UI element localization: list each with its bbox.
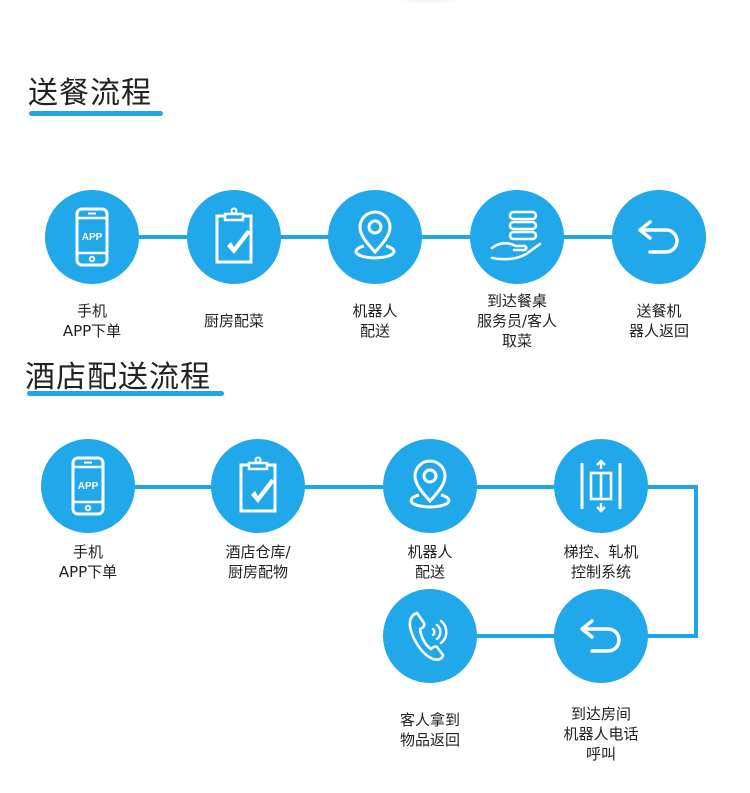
section1-step-5: [612, 190, 706, 284]
section1-step-3-label: 机器人配送: [352, 302, 398, 340]
section2-step-5-label: 到达房间机器人电话呼叫: [563, 705, 639, 763]
return-arrow-icon: [638, 220, 679, 254]
section2-step-6: [383, 589, 477, 683]
section2-step-3: [383, 439, 477, 533]
section1-step-4-label: 到达餐桌服务员/客人取菜: [476, 292, 558, 350]
section1-step-2: [187, 190, 281, 284]
phone-app-icon: APP: [71, 456, 105, 516]
elevator-icon: [580, 459, 622, 513]
app-text: APP: [78, 481, 99, 492]
section2-step-2: [211, 439, 305, 533]
section1-step-1: APP: [45, 190, 139, 284]
section1-title-underline: [29, 111, 163, 116]
section2-step-6-label: 客人拿到物品返回: [399, 711, 460, 749]
phone-call-icon: [408, 611, 448, 661]
section1-title: 送餐流程: [28, 76, 152, 111]
section2-step-5: [554, 589, 648, 683]
location-pin-icon: [354, 210, 396, 260]
section2-step-3-label: 机器人配送: [407, 543, 453, 581]
section1-step-3: [328, 190, 422, 284]
section2-connector-right: [694, 485, 698, 638]
section1-step-5-label: 送餐机器人返回: [628, 302, 689, 340]
section2-step-4: [554, 439, 648, 533]
section1-step-4: [470, 190, 564, 284]
app-text: APP: [82, 232, 103, 243]
section2-title-underline: [27, 391, 224, 396]
section2-step-2-label: 酒店仓库/厨房配物: [225, 543, 291, 581]
phone-app-icon: APP: [75, 207, 109, 267]
section2-step-1: APP: [41, 439, 135, 533]
return-arrow-icon: [580, 619, 621, 653]
hand-serving-icon: [490, 210, 542, 261]
section1-step-2-label: 厨房配菜: [203, 312, 264, 330]
section2-title: 酒店配送流程: [25, 360, 211, 395]
section2-step-4-label: 梯控、轧机控制系统: [563, 543, 639, 581]
top-shadow: [400, 0, 460, 4]
location-pin-icon: [409, 459, 451, 509]
clipboard-check-icon: [215, 207, 253, 264]
clipboard-check-icon: [239, 456, 277, 513]
